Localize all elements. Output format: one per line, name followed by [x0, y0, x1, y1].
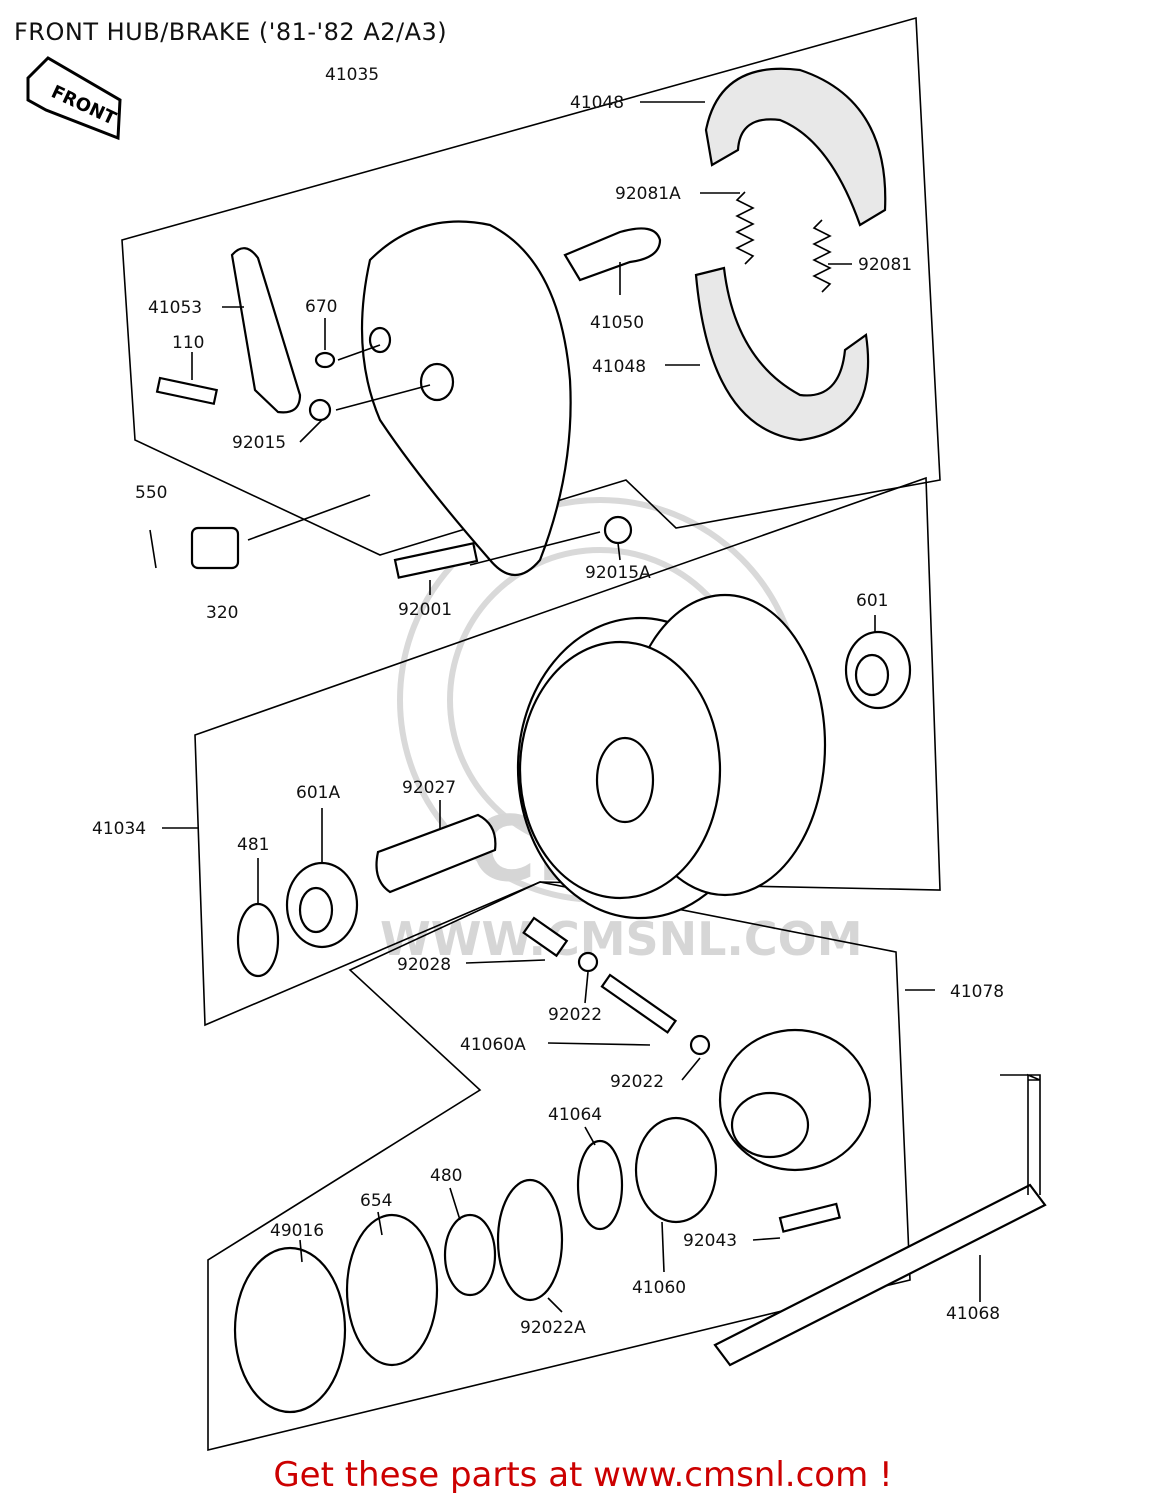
label-92081: 92081 [858, 255, 912, 275]
label-92081a: 92081A [615, 184, 681, 204]
circlip-480 [443, 1213, 497, 1297]
leader-lines [162, 101, 981, 1313]
brake-panel [360, 220, 572, 576]
label-654: 654 [360, 1191, 392, 1211]
gear-41060 [634, 1116, 718, 1224]
brake-cam [563, 227, 662, 282]
collar-92027 [375, 813, 497, 894]
label-41060a: 41060A [460, 1035, 526, 1055]
label-41078: 41078 [950, 982, 1004, 1002]
footer-link-text[interactable]: Get these parts at www.cmsnl.com ! [273, 1455, 893, 1495]
label-550: 550 [135, 483, 167, 503]
label-41050: 41050 [590, 313, 644, 333]
leader-320 [247, 494, 371, 541]
label-92028: 92028 [397, 955, 451, 975]
label-601: 601 [856, 591, 888, 611]
axle-41068 [713, 1183, 1047, 1367]
label-92022a: 92022A [520, 1318, 586, 1338]
bearing-601a-inner [298, 886, 334, 934]
label-41064: 41064 [548, 1105, 602, 1125]
hub-center [595, 736, 655, 824]
panel-hole-small [368, 326, 392, 354]
pin-550 [149, 529, 157, 569]
label-92022-upper: 92022 [548, 1005, 602, 1025]
sprocket-hub-bore [730, 1091, 810, 1159]
axle-handle [1000, 1073, 1041, 1195]
label-49016: 49016 [270, 1221, 324, 1241]
label-92001: 92001 [398, 600, 452, 620]
label-41048-upper: 41048 [570, 93, 624, 113]
washer-92022-lower [689, 1034, 711, 1056]
label-41060: 41060 [632, 1278, 686, 1298]
label-320: 320 [206, 603, 238, 623]
bolt-110 [155, 376, 219, 406]
label-92015a: 92015A [585, 563, 651, 583]
group-outline-brake-panel [121, 16, 941, 556]
diagram-title: FRONT HUB/BRAKE ('81-'82 A2/A3) [14, 18, 448, 46]
front-arrow-tag: FRONT [26, 56, 122, 141]
watermark-url: WWW.CMSNL.COM [380, 912, 863, 966]
o-ring-670 [314, 351, 336, 369]
spring-92081 [812, 219, 832, 293]
cam-lever [230, 247, 302, 414]
part-labels: 41035 41048 92081A 92081 41053 670 110 4… [92, 65, 1004, 1338]
label-92043: 92043 [683, 1231, 737, 1251]
seal-654 [345, 1213, 439, 1367]
label-41034: 41034 [92, 819, 146, 839]
shaft-41060a [600, 973, 678, 1034]
label-41053: 41053 [148, 298, 202, 318]
speedo-gear-320 [190, 526, 240, 570]
plate-92022a [496, 1178, 564, 1302]
pin-92043 [778, 1202, 841, 1233]
washer-92022-upper [577, 951, 599, 973]
label-481: 481 [237, 835, 269, 855]
label-480: 480 [430, 1166, 462, 1186]
bolt-92001 [393, 542, 479, 579]
label-92022-lower: 92022 [610, 1072, 664, 1092]
label-41068: 41068 [946, 1304, 1000, 1324]
label-41035: 41035 [325, 65, 379, 85]
label-41048-lower: 41048 [592, 357, 646, 377]
nut-92015 [308, 398, 332, 422]
label-670: 670 [305, 297, 337, 317]
spring-92081a [735, 191, 755, 265]
brake-shoe-lower [694, 266, 870, 442]
label-601a: 601A [296, 783, 340, 803]
brake-shoe-upper [704, 67, 887, 227]
bearing-601-inner [854, 653, 890, 697]
nut-92015a [603, 515, 633, 545]
washer-41064 [576, 1139, 624, 1231]
label-110: 110 [172, 333, 204, 353]
grease-fitting-92028 [522, 916, 569, 958]
circlip-481 [236, 902, 280, 978]
label-92015: 92015 [232, 433, 286, 453]
label-92027: 92027 [402, 778, 456, 798]
panel-hole [419, 362, 455, 402]
seal-49016 [233, 1246, 347, 1414]
